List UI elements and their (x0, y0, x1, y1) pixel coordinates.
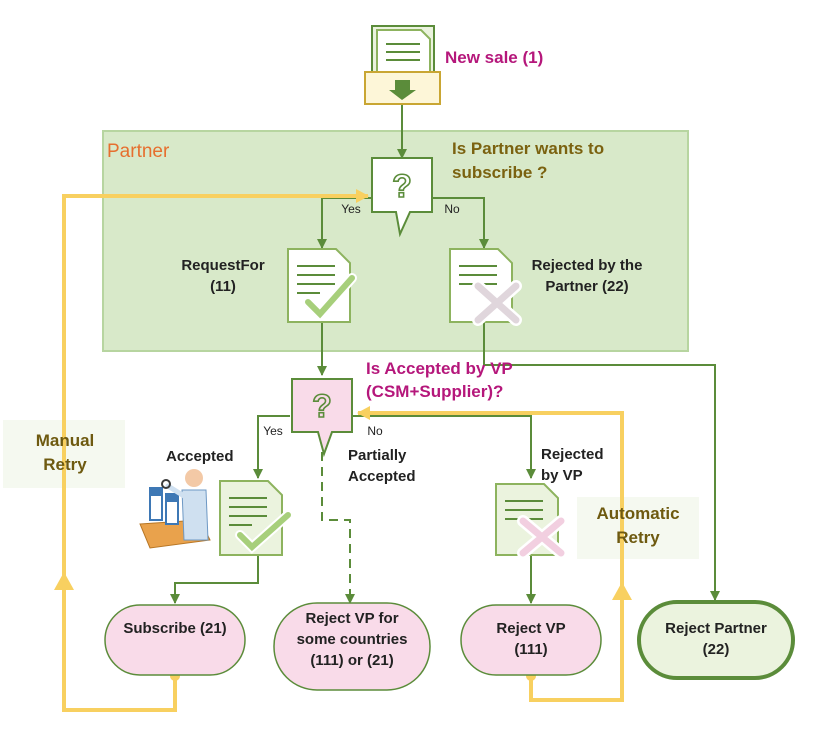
terminal-reject-vp-shape (460, 604, 602, 676)
arrow-accepted-to-subscribe (170, 555, 259, 604)
arrow-rejected-to-reject-partner (483, 320, 720, 601)
vp-no-label: No (367, 424, 383, 438)
accepted-label: Accepted (166, 448, 234, 465)
manual-retry-label: Manual Retry (35, 431, 95, 474)
partner-question-icon: ? (371, 157, 433, 238)
terminal-reject-partner-label: Reject Partner (22) (665, 620, 767, 658)
partner-region-title: Partner (107, 141, 170, 162)
partner-no-label: No (444, 202, 460, 216)
green-connectors (170, 104, 720, 604)
start-label: New sale (1) (445, 48, 544, 67)
terminal-reject-partner-shape (637, 600, 795, 680)
manual-retry-up-arrow (54, 572, 74, 590)
requestfor-document-icon (287, 248, 357, 323)
manual-retry-loop (62, 189, 369, 712)
vp-question-label: Is Accepted by VP (CSM+Supplier)? (366, 359, 513, 401)
terminal-reject-vp-some-label: Reject VP for some countries (111) or (2… (296, 610, 408, 669)
automatic-retry-label: Automatic Retry (596, 504, 680, 547)
terminal-reject-vp-label: Reject VP (111) (496, 620, 566, 658)
rejected-partner-document-icon (449, 248, 522, 326)
arrow-partial-dashed (321, 452, 355, 604)
vp-partial-label: Partially Accepted (348, 447, 416, 485)
rejected-vp-label: Rejected by VP (541, 446, 604, 484)
arrow-vp-yes (253, 415, 290, 479)
rejected-vp-document-icon (495, 483, 567, 559)
arrow-partner-no (430, 197, 489, 249)
svg-text:?: ? (392, 168, 412, 204)
svg-text:?: ? (312, 388, 332, 424)
automatic-retry-box (577, 497, 699, 559)
terminal-subscribe-shape (104, 604, 246, 676)
arrow-vp-no (352, 415, 536, 479)
partner-yes-label: Yes (341, 202, 361, 216)
rejected-partner-label: Rejected by the Partner (22) (531, 257, 643, 295)
inbox-document-icon (364, 25, 441, 105)
inspection-worker-icon (139, 469, 211, 549)
accepted-document-icon (219, 480, 293, 556)
vp-question-icon: ? (291, 378, 353, 458)
vp-yes-label: Yes (263, 424, 283, 438)
partner-question-label: Is Partner wants to subscribe ? (452, 139, 605, 182)
requestfor-label: RequestFor (11) (181, 257, 265, 295)
automatic-retry-loop (357, 406, 624, 702)
terminal-subscribe-label: Subscribe (21) (123, 620, 227, 637)
automatic-retry-up-arrow (612, 582, 632, 600)
terminal-reject-vp-some-shape (273, 602, 431, 691)
retry-connectors (62, 189, 624, 712)
